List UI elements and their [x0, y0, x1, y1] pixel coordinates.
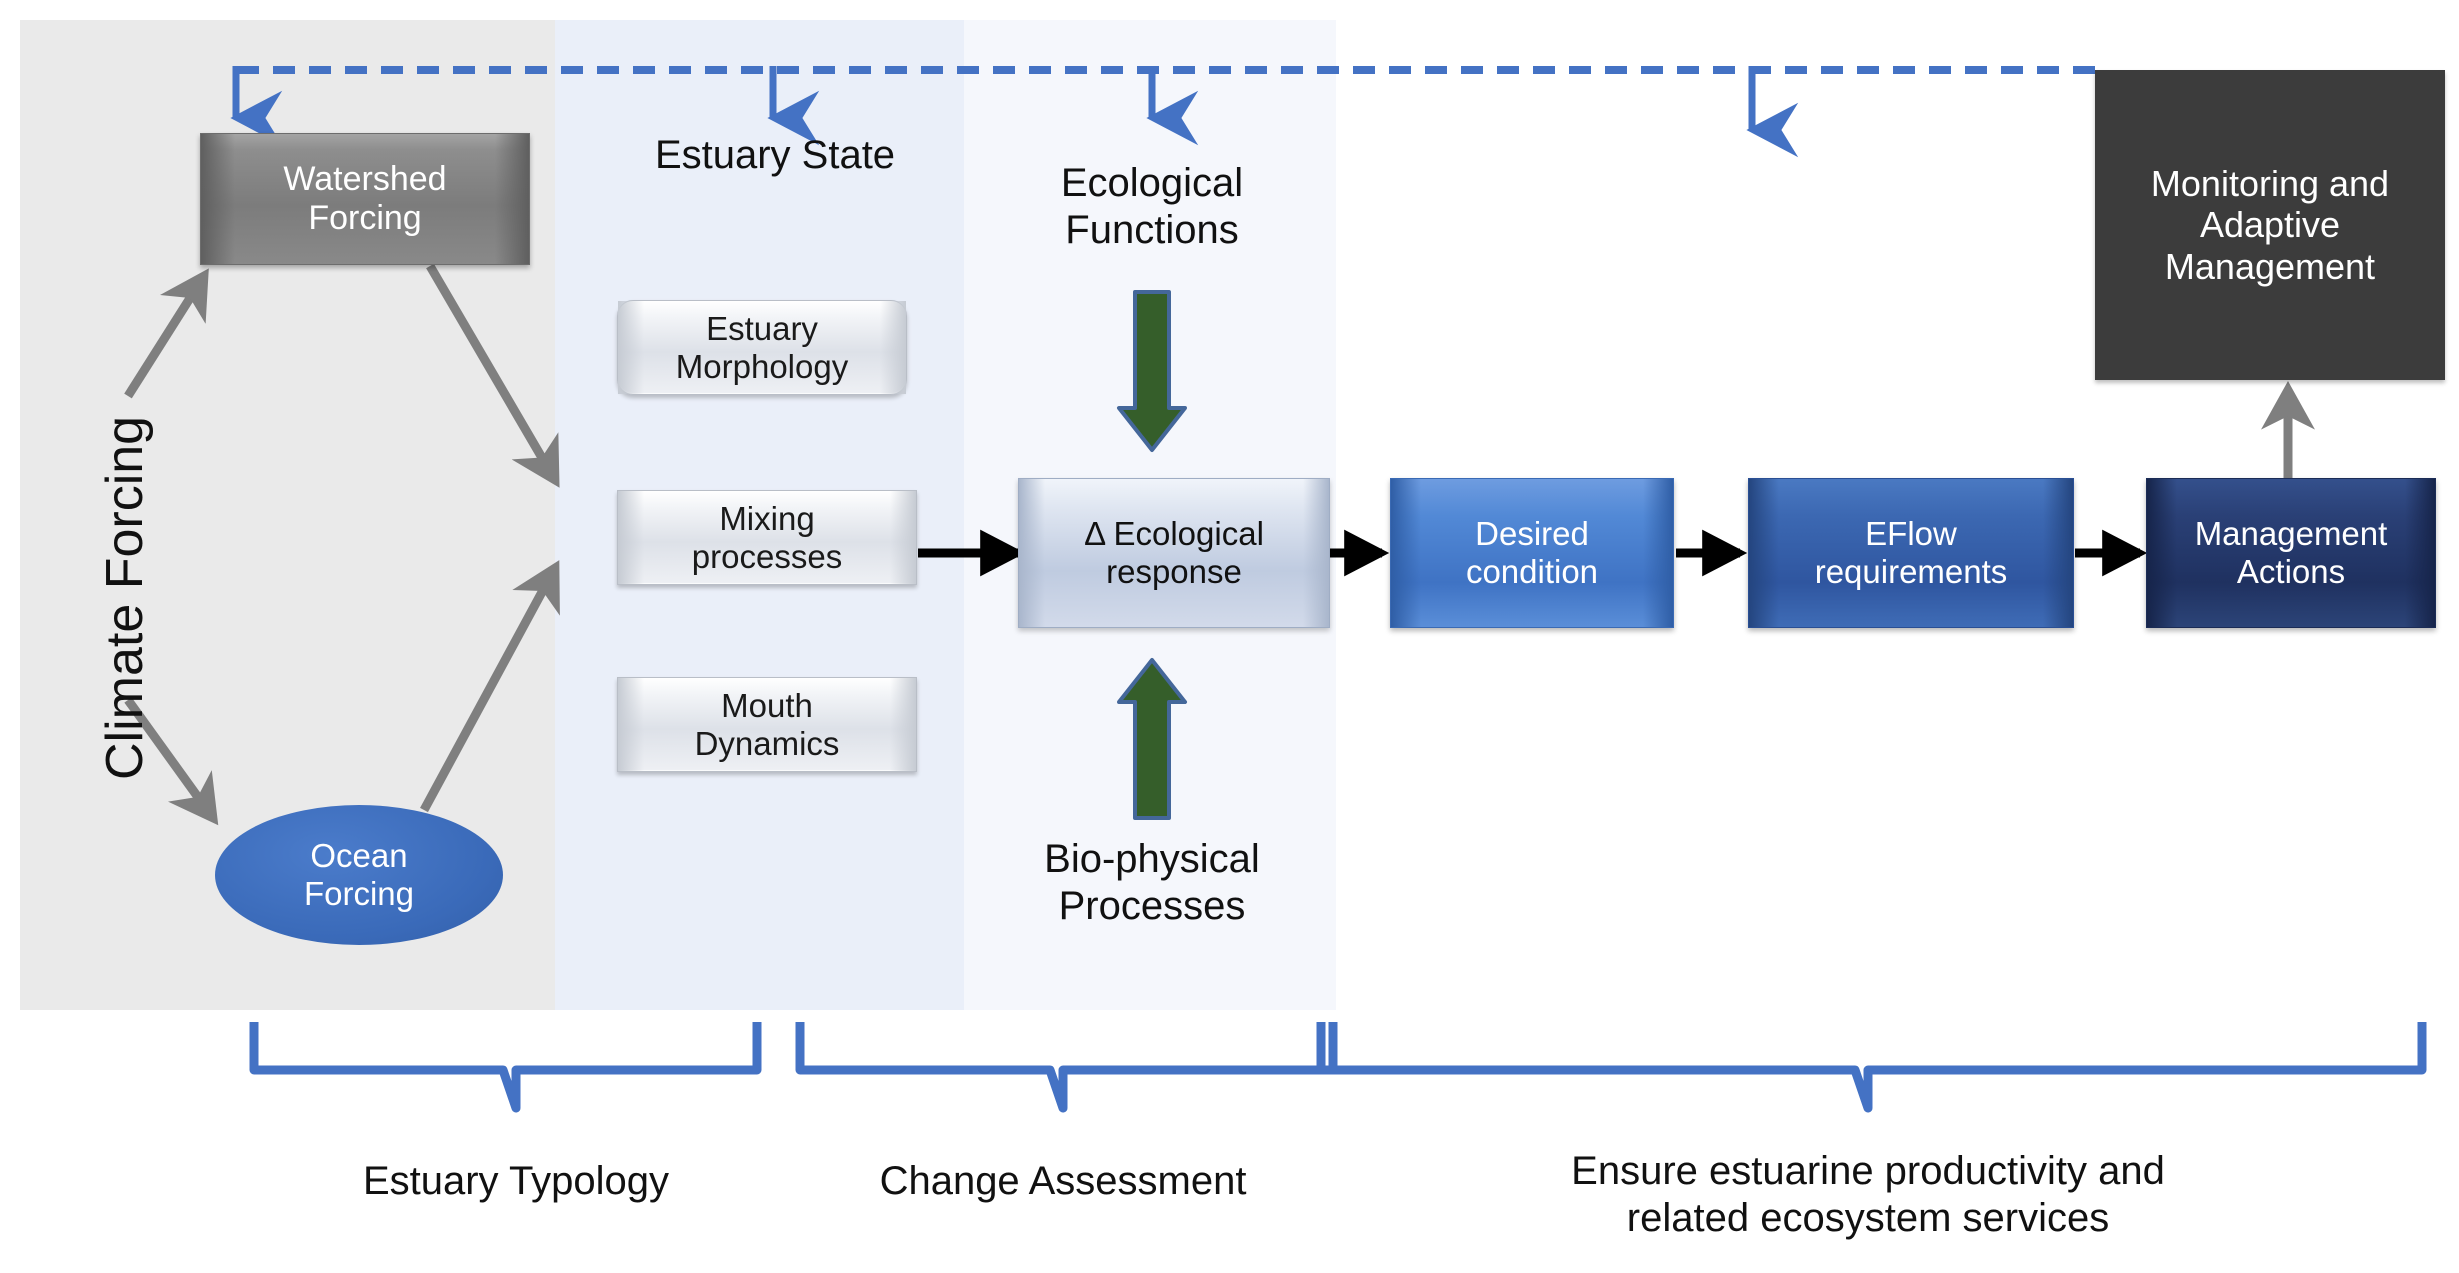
green-arrow-down	[1117, 290, 1187, 452]
bracket-estuary-typology	[249, 1022, 762, 1113]
ecological-response-label: Δ Ecological response	[1084, 515, 1264, 590]
node-watershed-forcing[interactable]: Watershed Forcing	[200, 133, 530, 265]
label-estuary-state: Estuary State	[620, 132, 930, 179]
bracket-ecosystem-services	[1316, 1022, 2427, 1113]
estuary-state-text: Estuary State	[654, 133, 896, 177]
label-climate-forcing: Climate Forcing	[95, 416, 156, 780]
bracket-label-change-assessment: Change Assessment	[879, 1159, 1247, 1203]
label-bio-physical-processes: Bio-physical Processes	[982, 836, 1322, 930]
bio-physical-processes-text: Bio-physical Processes	[1044, 837, 1260, 929]
arrow-climate-to-ocean	[124, 697, 219, 826]
management-actions-label: Management Actions	[2194, 515, 2388, 590]
arrow-climate-to-watershed	[124, 268, 209, 399]
bracket-change-assessment	[795, 1022, 1338, 1113]
estuary-morphology-label: Estuary Morphology	[675, 309, 849, 385]
node-estuary-morphology[interactable]: Estuary Morphology	[617, 300, 907, 395]
node-mixing-processes[interactable]: Mixing processes	[617, 490, 917, 585]
label-ecological-functions: Ecological Functions	[982, 160, 1322, 254]
mouth-dynamics-label: Mouth Dynamics	[694, 686, 840, 762]
arrow-watershed-to-estuary-state	[426, 263, 560, 488]
arrow-ocean-to-estuary-state	[420, 560, 560, 813]
green-arrow-up	[1117, 658, 1187, 820]
bracket-label-ecosystem-services: Ensure estuarine productivity and relate…	[1571, 1149, 2165, 1241]
node-monitoring-adaptive-management[interactable]: Monitoring and Adaptive Management	[2095, 70, 2445, 380]
node-ocean-forcing[interactable]: Ocean Forcing	[215, 805, 503, 945]
node-eflow-requirements[interactable]: EFlow requirements	[1748, 478, 2074, 628]
ocean-forcing-label: Ocean Forcing	[303, 837, 415, 912]
eflow-requirements-label: EFlow requirements	[1814, 515, 2008, 590]
mixing-processes-label: Mixing processes	[691, 499, 843, 575]
desired-condition-label: Desired condition	[1465, 515, 1599, 590]
ecological-functions-text: Ecological Functions	[1060, 161, 1244, 253]
watershed-forcing-label: Watershed Forcing	[283, 159, 447, 237]
bracket-label-estuary-typology: Estuary Typology	[362, 1159, 670, 1203]
monitoring-label: Monitoring and Adaptive Management	[2150, 162, 2390, 287]
node-ecological-response[interactable]: Δ Ecological response	[1018, 478, 1330, 628]
climate-forcing-text: Climate Forcing	[96, 415, 154, 780]
node-mouth-dynamics[interactable]: Mouth Dynamics	[617, 677, 917, 772]
node-management-actions[interactable]: Management Actions	[2146, 478, 2436, 628]
node-desired-condition[interactable]: Desired condition	[1390, 478, 1674, 628]
